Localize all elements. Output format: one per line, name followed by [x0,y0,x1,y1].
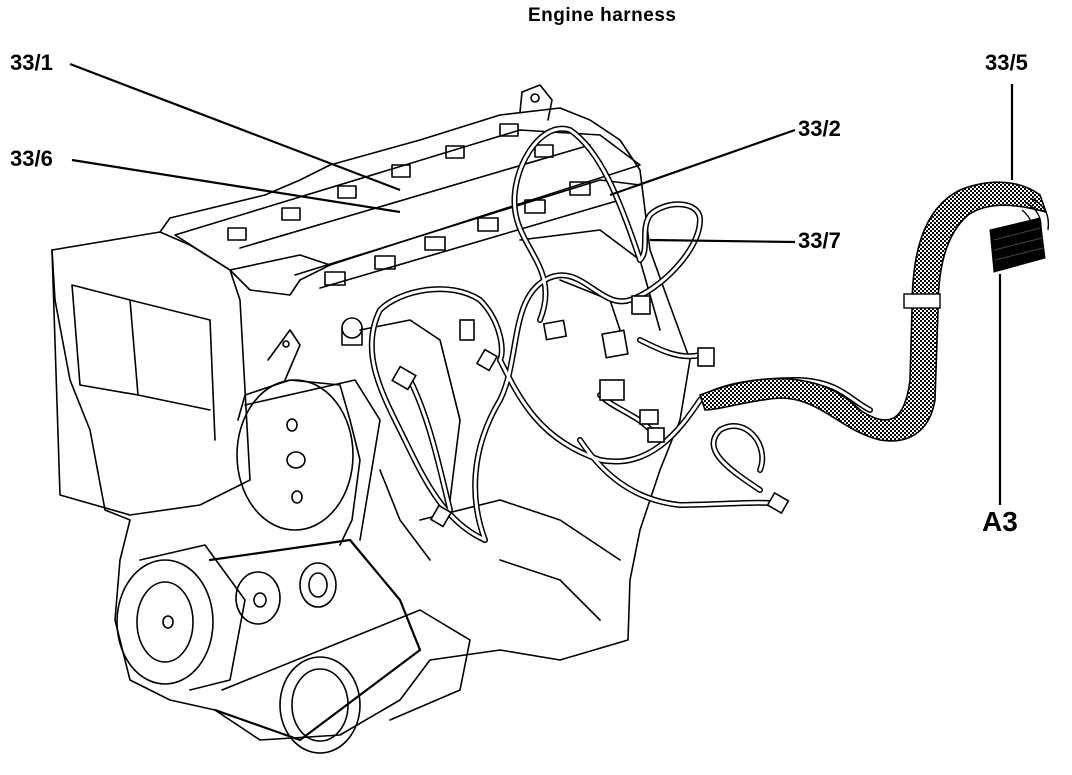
idler-pulley [235,571,281,625]
callout-a3: A3 [982,506,1018,537]
harness-trunk [698,181,1048,442]
connector-a3 [989,217,1046,273]
drive-belt [208,538,422,742]
engine-block-outline [51,107,691,741]
valve-cover [174,129,641,296]
tensioner-pulley [299,562,337,608]
diagram-title: Engine harness [528,5,677,26]
cam-pulley [236,329,361,546]
cover-panel [71,284,139,396]
coil-row-bottom [324,181,591,286]
crank-pulley [116,544,246,691]
callout-33-5: 33/5 [985,50,1028,75]
leader-lines [69,62,1014,505]
callout-33-2: 33/2 [798,116,841,141]
callout-33-7: 33/7 [798,228,841,253]
coil-row-top [227,123,554,241]
harness-connectors [391,295,790,528]
timing-cover [51,231,251,516]
lifting-eye [519,84,553,121]
callout-33-1: 33/1 [10,50,53,75]
callout-33-6: 33/6 [10,146,53,171]
lower-pulley [279,656,361,754]
